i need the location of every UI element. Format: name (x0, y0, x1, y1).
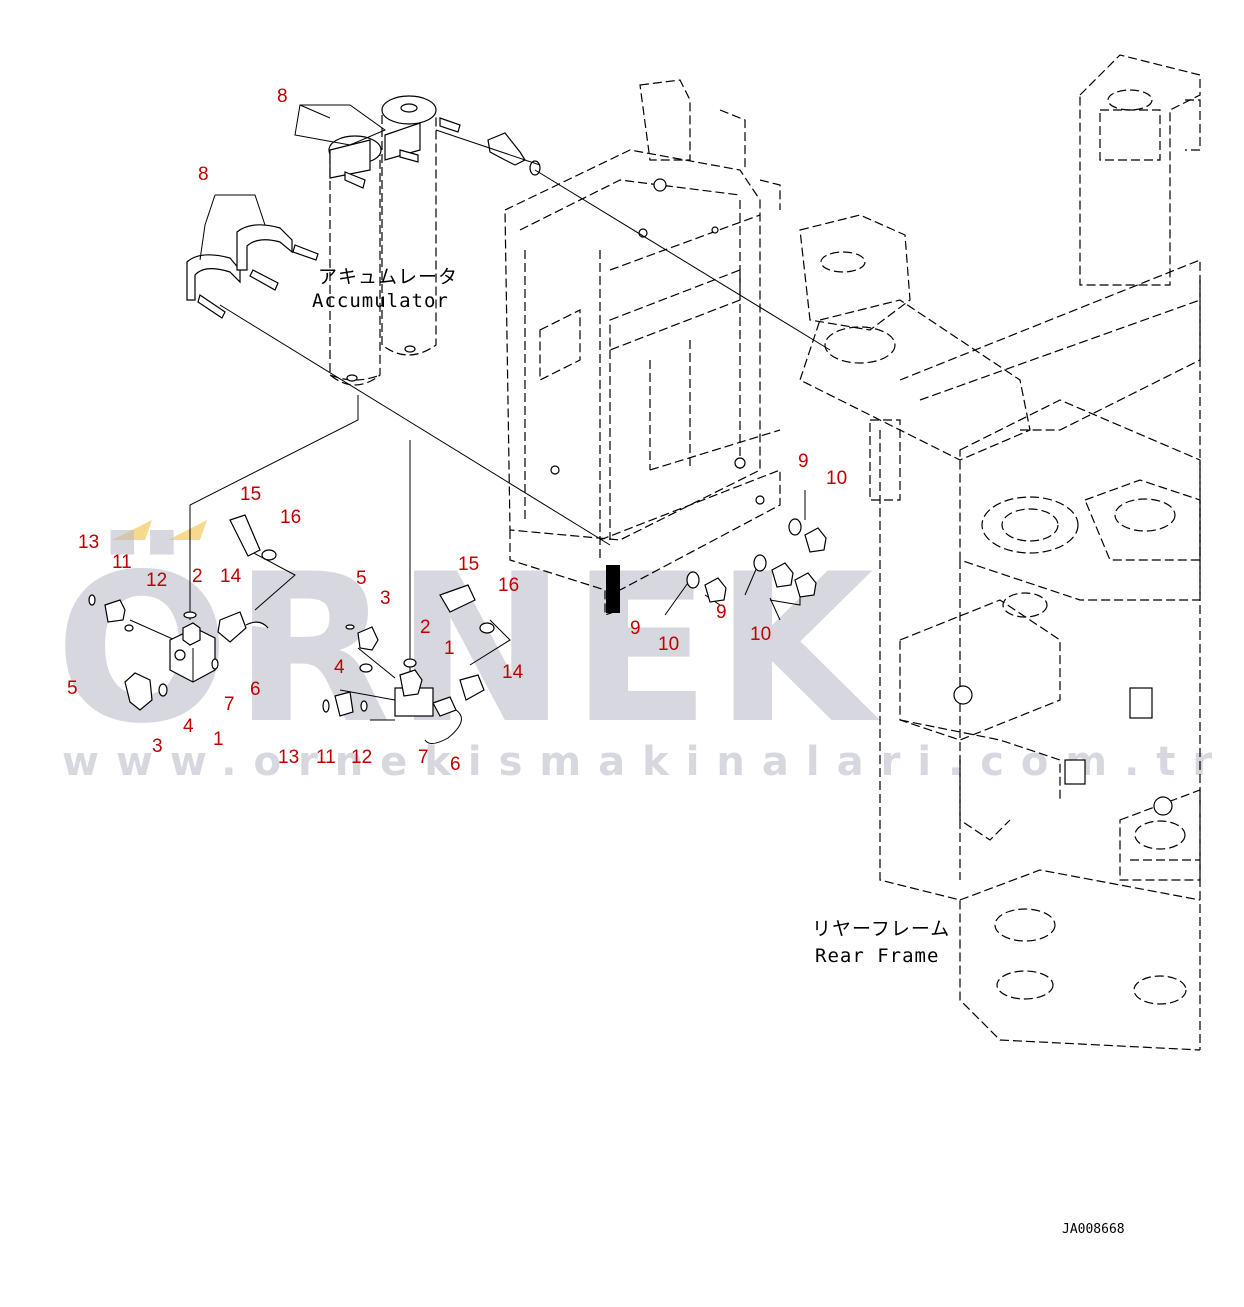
callout-10b: 10 (658, 634, 679, 655)
callout-13-right: 13 (278, 747, 299, 768)
callout-15-right: 15 (458, 554, 479, 575)
callout-16-right: 16 (498, 575, 519, 596)
valve-assembly-right (322, 584, 495, 744)
watermark-accent-left (112, 520, 152, 540)
callout-14-left: 14 (220, 566, 242, 587)
callout-15-left: 15 (240, 484, 261, 505)
callout-10c: 10 (750, 624, 771, 645)
callout-12-right: 12 (351, 747, 372, 768)
callout-4-left: 4 (183, 716, 194, 737)
callout-7-left: 7 (224, 694, 235, 715)
drawing-code: JA008668 (1062, 1222, 1125, 1237)
callout-12-left: 12 (146, 570, 167, 591)
callout-9a: 9 (798, 451, 809, 472)
clamp-group-mid (186, 224, 319, 319)
callout-10a: 10 (826, 468, 847, 489)
rear-frame-label-en: Rear Frame (815, 945, 939, 967)
fasteners (686, 518, 827, 603)
callout-1-right: 1 (444, 638, 455, 659)
callout-6-right: 6 (450, 754, 461, 775)
callout-5-left: 5 (67, 678, 78, 699)
callout-1-left: 1 (213, 729, 224, 750)
watermark-accent-right (168, 520, 207, 540)
clamp-group-top (329, 117, 461, 189)
callout-6-left: 6 (250, 679, 261, 700)
callout-3-right: 3 (380, 588, 391, 609)
frame-plate-edge (606, 565, 620, 613)
callout-2-left: 2 (192, 566, 203, 587)
callout-16-left: 16 (280, 507, 301, 528)
watermark-url: www.ornekismakinalari.com.tr (62, 739, 1229, 785)
valve-assembly-left (88, 514, 277, 711)
callout-11-right: 11 (316, 747, 336, 768)
callout-5-right: 5 (356, 568, 367, 589)
callout-13-left: 13 (78, 532, 99, 553)
callout-7-right: 7 (418, 747, 429, 768)
accumulator-label-en: Accumulator (312, 290, 449, 312)
callouts: 8 8 13 11 12 2 14 15 16 5 3 4 1 7 6 5 3 … (67, 86, 847, 775)
callout-9c: 9 (716, 602, 727, 623)
rear-frame (799, 54, 1201, 1051)
callout-14-right: 14 (502, 662, 524, 683)
accumulator-right (381, 95, 437, 356)
leader-lines (129, 104, 831, 721)
rear-frame-label-jp: リヤーフレーム (812, 918, 950, 940)
callout-4-right: 4 (334, 657, 345, 678)
callout-9b: 9 (630, 618, 641, 639)
watermark: ÖRNEK www.ornekismakinalari.com.tr (55, 520, 1229, 785)
accumulator-label-jp: アキュムレータ (318, 266, 458, 288)
callout-2-right: 2 (420, 617, 431, 638)
callout-8-mid: 8 (198, 164, 209, 185)
callout-3-left: 3 (152, 736, 163, 757)
callout-8-top: 8 (277, 86, 288, 107)
callout-11-left: 11 (112, 552, 132, 573)
